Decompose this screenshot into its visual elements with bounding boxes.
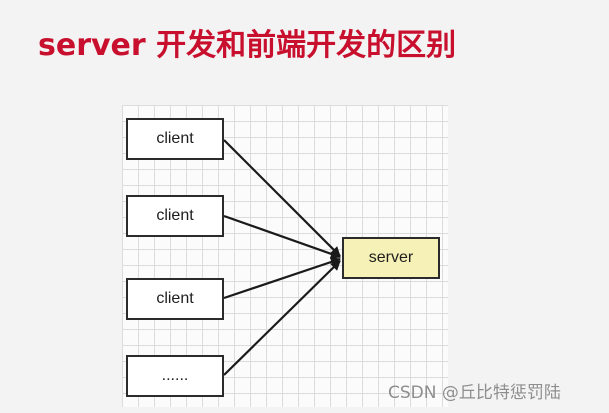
server-node-label: server: [368, 249, 414, 266]
client-node-2: client: [126, 195, 224, 237]
csdn-watermark: CSDN @丘比特惩罚陆: [388, 383, 561, 403]
arrow-client-2-to-server: [223, 214, 341, 259]
client-node-label: ......: [161, 367, 189, 384]
arrow-client-4-to-server: [223, 260, 341, 376]
arrow-client-3-to-server: [223, 257, 341, 300]
client-node-more: ......: [126, 355, 224, 397]
client-node-3: client: [126, 278, 224, 320]
client-node-label: client: [156, 207, 194, 224]
page-title: server 开发和前端开发的区别: [38, 28, 457, 63]
server-node: server: [342, 237, 440, 279]
client-node-1: client: [126, 118, 224, 160]
client-node-label: client: [156, 290, 194, 307]
arrow-client-1-to-server: [223, 139, 341, 257]
client-node-label: client: [156, 130, 194, 147]
